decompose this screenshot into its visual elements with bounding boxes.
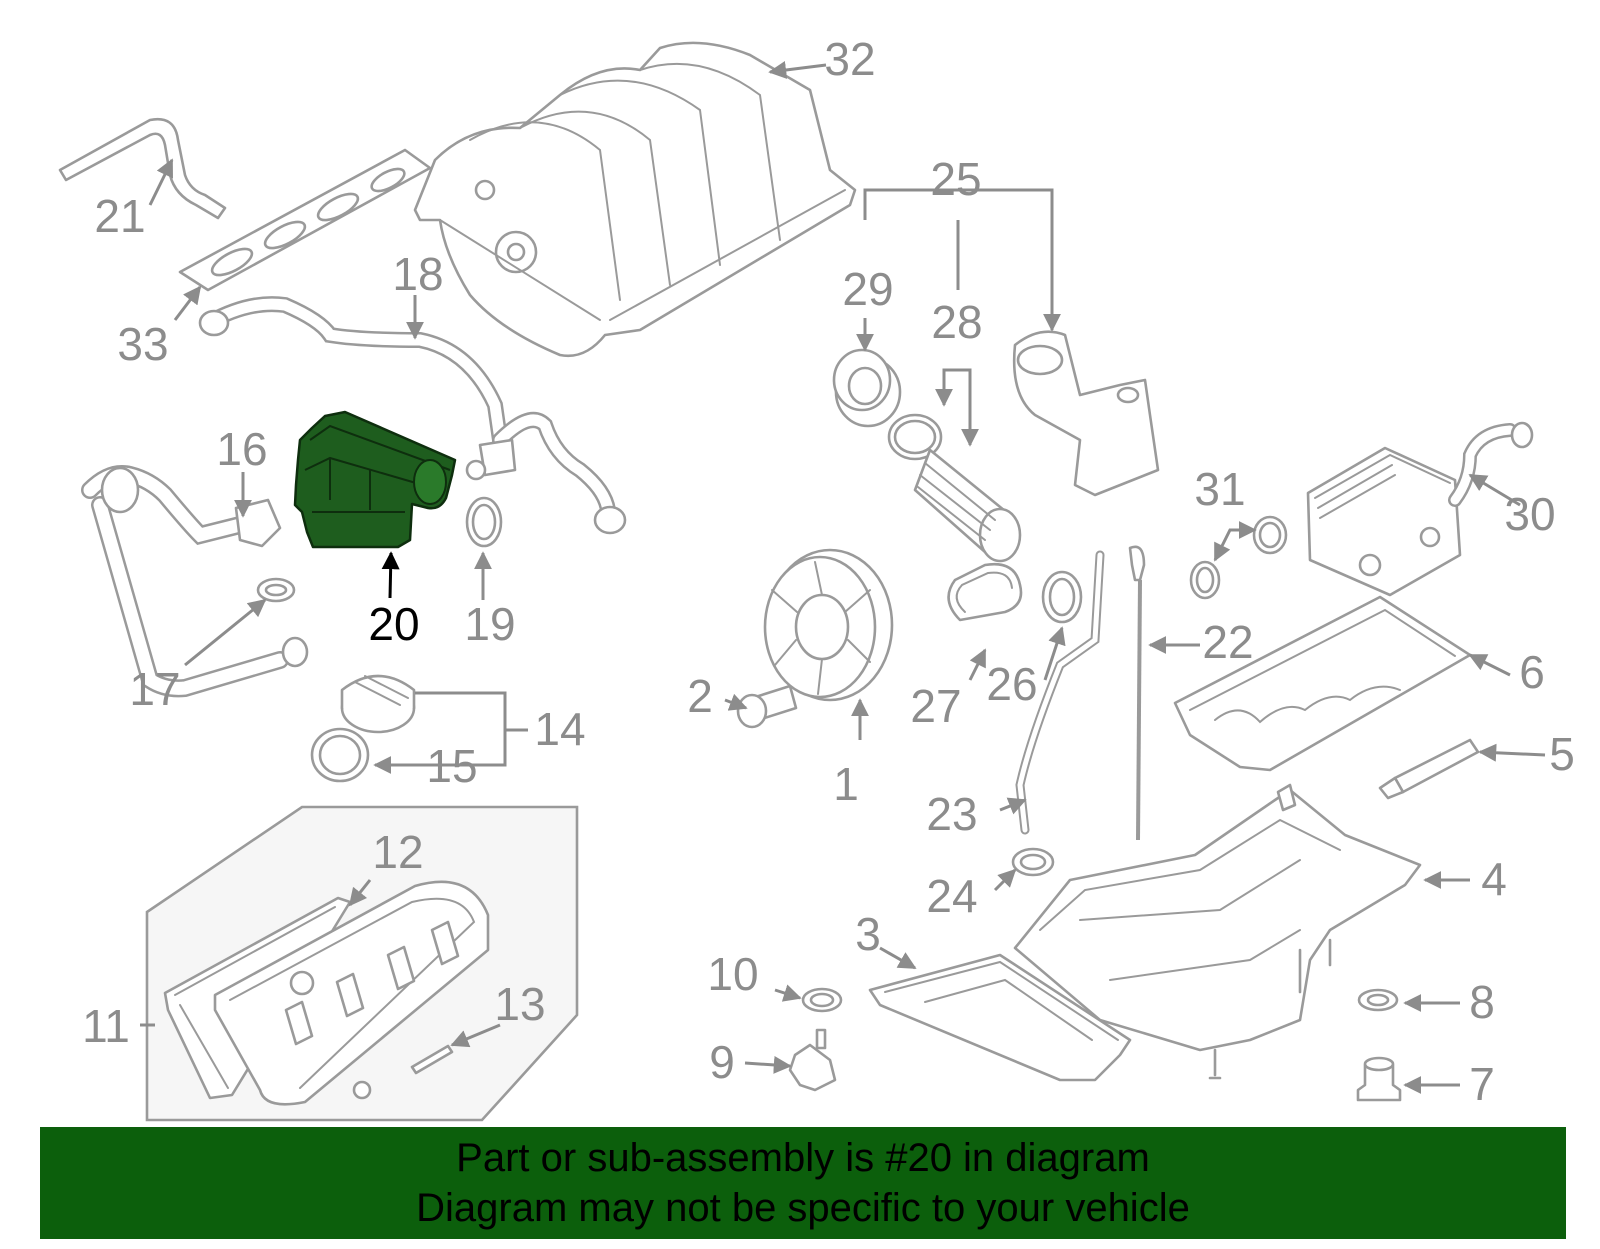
banner-line-disclaimer: Diagram may not be specific to your vehi… (416, 1186, 1190, 1230)
callout-21: 21 (94, 190, 145, 242)
callout-16: 16 (216, 423, 267, 475)
info-banner: Part or sub-assembly is #20 in diagram D… (40, 1127, 1566, 1239)
leader-lines (140, 61, 1546, 1094)
oil-filter-element (913, 448, 1022, 563)
crankshaft-pulley (763, 548, 894, 702)
callout-2: 2 (687, 670, 713, 722)
callout-29: 29 (842, 263, 893, 315)
valve-cover (213, 880, 490, 1106)
filter-housing-gasket (947, 562, 1023, 622)
seal-ring-17 (256, 577, 296, 603)
callout-3: 3 (855, 908, 881, 960)
callout-8: 8 (1469, 976, 1495, 1028)
callout-6: 6 (1519, 646, 1545, 698)
callout-15: 15 (426, 740, 477, 792)
callout-30: 30 (1504, 488, 1555, 540)
callout-13: 13 (494, 978, 545, 1030)
dipstick-tube-seal (1011, 847, 1055, 877)
callout-14: 14 (534, 703, 585, 755)
oil-cooler-seals (1189, 515, 1288, 600)
pulley-bolt (736, 684, 798, 729)
filter-cap-o-ring (887, 413, 943, 461)
callout-9: 9 (709, 1036, 735, 1088)
lower-oil-pan (868, 953, 1132, 1082)
callout-7: 7 (1469, 1058, 1495, 1110)
callout-20-highlighted: 20 (368, 598, 419, 650)
callout-24: 24 (926, 870, 977, 922)
filter-housing-seal (1041, 570, 1083, 624)
callout-18: 18 (392, 248, 443, 300)
intake-manifold (413, 41, 857, 358)
callout-22: 22 (1202, 616, 1253, 668)
drain-plug-washer (1357, 988, 1399, 1012)
dipstick (1128, 545, 1146, 841)
callout-10: 10 (707, 948, 758, 1000)
oil-filler-cap-seal (310, 727, 370, 783)
callout-32: 32 (824, 33, 875, 85)
callout-12: 12 (372, 826, 423, 878)
breather-hose-upper (58, 117, 227, 220)
oil-filler-cap (340, 674, 416, 734)
banner-line-part: Part or sub-assembly is #20 in diagram (456, 1136, 1150, 1180)
pcv-hose-assembly (81, 465, 309, 698)
callout-28: 28 (931, 296, 982, 348)
callout-17: 17 (129, 663, 180, 715)
oil-cooler (1306, 421, 1534, 597)
callout-25: 25 (930, 153, 981, 205)
callout-26: 26 (986, 658, 1037, 710)
callout-labels: 1 2 3 4 5 6 7 8 9 10 11 12 13 14 15 16 1… (82, 33, 1575, 1110)
filter-cap (832, 348, 902, 428)
callout-33: 33 (117, 318, 168, 370)
callout-27: 27 (910, 680, 961, 732)
callout-11: 11 (82, 1000, 130, 1052)
dipstick-tube (1015, 550, 1105, 835)
seal-ring-19 (465, 496, 503, 548)
callout-19: 19 (464, 598, 515, 650)
upper-oil-pan (1013, 783, 1422, 1080)
valve-cover-bolt (352, 1044, 454, 1100)
oil-level-sensor (788, 1028, 837, 1092)
oil-filter-housing (1012, 330, 1160, 497)
callout-5: 5 (1549, 728, 1575, 780)
drain-plug (1356, 1056, 1402, 1102)
callout-4: 4 (1481, 853, 1507, 905)
callout-31: 31 (1194, 463, 1245, 515)
oil-separator-highlighted (293, 410, 457, 549)
crankcase-breather-pipe (198, 296, 627, 535)
callout-1: 1 (833, 758, 859, 810)
oil-pan-baffle (1173, 595, 1472, 772)
intake-manifold-gasket (178, 148, 432, 292)
sealant-tube (1378, 738, 1480, 800)
callout-23: 23 (926, 788, 977, 840)
sensor-seal (801, 987, 843, 1013)
